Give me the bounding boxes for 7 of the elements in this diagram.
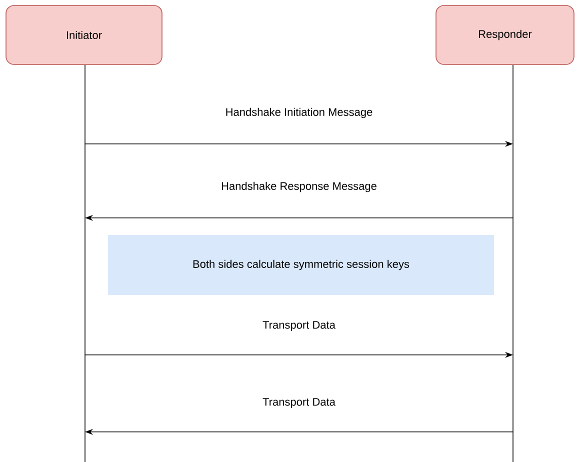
edge-label: Transport Data (262, 320, 336, 332)
participant-box: Initiator (6, 5, 162, 65)
participant-box: Responder (436, 5, 574, 65)
edge-label: Handshake Response Message (220, 180, 378, 194)
edge-label: Transport Data (262, 397, 336, 409)
note-box: Both sides calculate symmetric session keys (108, 235, 494, 295)
edge-label: Handshake Initiation Message (224, 106, 374, 120)
